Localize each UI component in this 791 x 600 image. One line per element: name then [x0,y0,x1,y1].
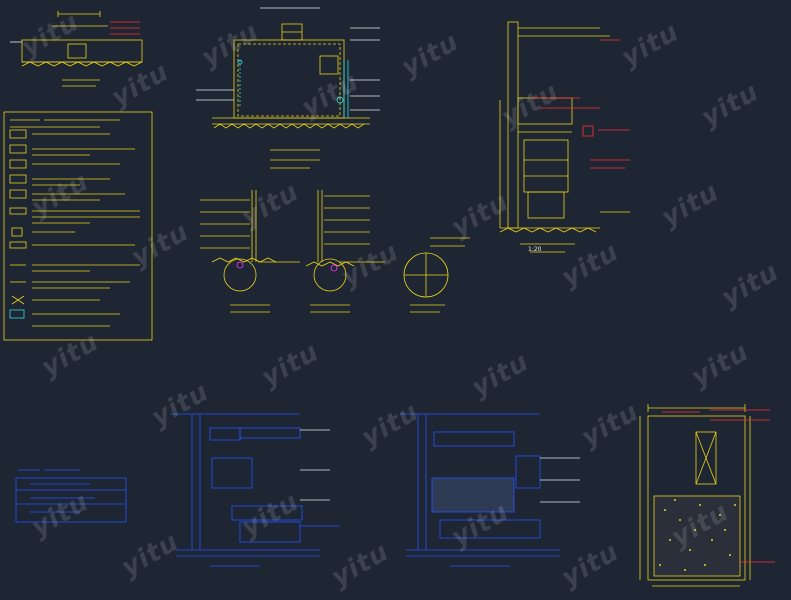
floor-drain-detail [10,11,143,87]
wall-detail-right [305,190,385,313]
terrazzo-texture [659,499,736,571]
section-label-block [15,469,127,523]
room-section-detail [196,7,380,169]
scale-note: 1:20 [528,246,542,253]
material-legend-panel [3,111,153,341]
section-drawing-1 [170,413,340,567]
joint-detail-circle [403,237,470,313]
wall-detail-left [200,190,300,313]
cabinet-elevation [499,21,630,253]
wall-panel-elevation [639,404,775,587]
section-drawing-2 [400,413,580,567]
